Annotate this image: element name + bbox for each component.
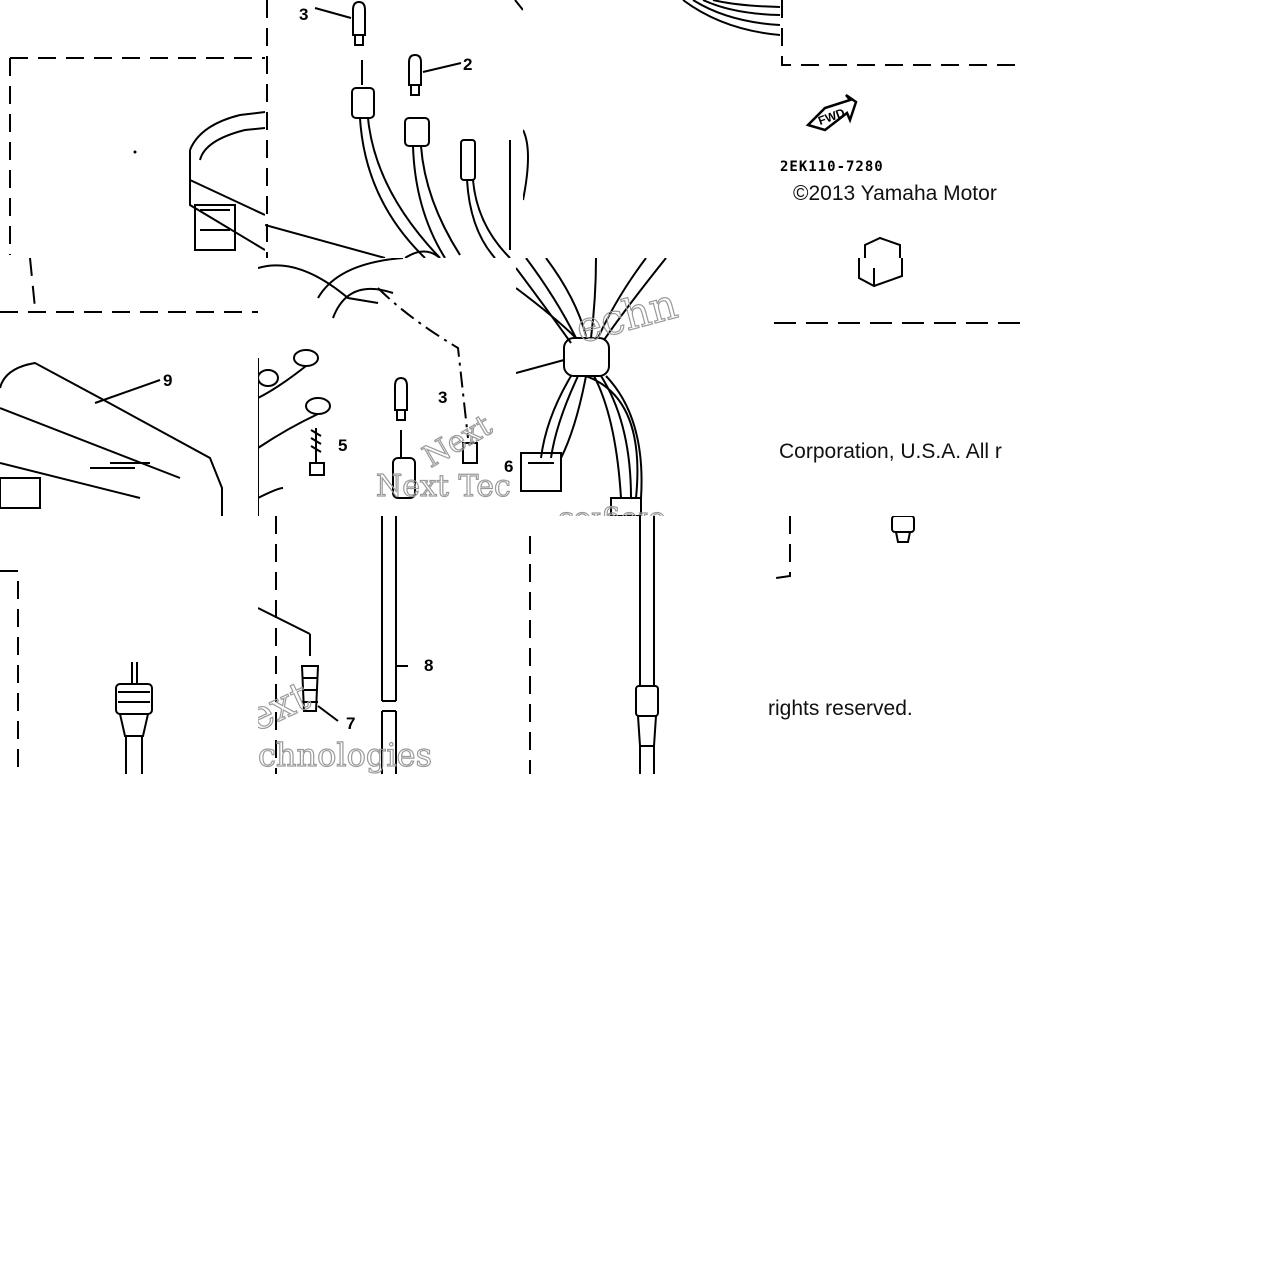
watermark-chnologies: chnologies — [258, 736, 432, 774]
tile-harness: echn ologies — [516, 258, 774, 516]
tile-leads: 5 3 6 Next Tec Next — [258, 258, 516, 516]
tile-fwd-code: 4 FWD 2EK110-7280 — [780, 0, 1030, 258]
tile-dashed-frame — [774, 258, 1032, 516]
copyright-line-2: Corporation, U.S.A. All r — [779, 440, 1002, 463]
cover-drawing: 9 — [0, 258, 258, 516]
copyright-line-3: rights reserved. — [768, 697, 913, 720]
tile-meter-housing — [0, 0, 265, 260]
tile-bulb-sockets: 3 2 — [265, 0, 523, 258]
fwd-code-drawing: 4 FWD 2EK110-7280 — [780, 0, 1020, 258]
callout-9: 9 — [163, 371, 172, 390]
watermark-ext: ext — [258, 673, 317, 741]
watermark-echn: echn — [571, 279, 683, 353]
meter-housing-drawing — [9, 57, 265, 255]
callout-2: 2 — [463, 55, 472, 74]
harness-drawing: echn ologies — [516, 258, 683, 516]
cable-right-drawing — [635, 516, 659, 774]
watermark-next: Next — [417, 408, 498, 475]
watermark-next-tec: Next Tec — [376, 469, 511, 504]
dashed-frame-drawing — [774, 258, 1024, 324]
tile-cable-right — [534, 516, 774, 774]
callout-6: 6 — [504, 457, 513, 476]
wiring-top-drawing — [523, 0, 780, 201]
copyright-line-1: ©2013 Yamaha Motor — [793, 182, 997, 205]
callout-7: 7 — [346, 714, 355, 733]
callout-3-top: 3 — [299, 5, 308, 24]
grommet-drawing: 8 7 ext chnologies — [258, 516, 531, 774]
callout-8: 8 — [424, 656, 433, 675]
cable-left-drawing — [0, 570, 153, 774]
fitting-drawing — [775, 516, 915, 579]
tile-wiring-top — [523, 0, 780, 258]
tile-grommet: 8 7 ext chnologies — [258, 516, 534, 774]
tile-fitting — [774, 516, 1032, 596]
tile-cable-left — [0, 516, 258, 774]
leads-drawing: 5 3 6 Next Tec Next — [258, 258, 513, 516]
callout-3-mid: 3 — [438, 388, 447, 407]
callout-5: 5 — [338, 436, 347, 455]
part-code: 2EK110-7280 — [780, 159, 884, 175]
tile-cover: 9 — [0, 258, 258, 516]
watermark-logies: ologies — [558, 505, 666, 516]
bulb-sockets-drawing: 3 2 — [265, 0, 523, 258]
